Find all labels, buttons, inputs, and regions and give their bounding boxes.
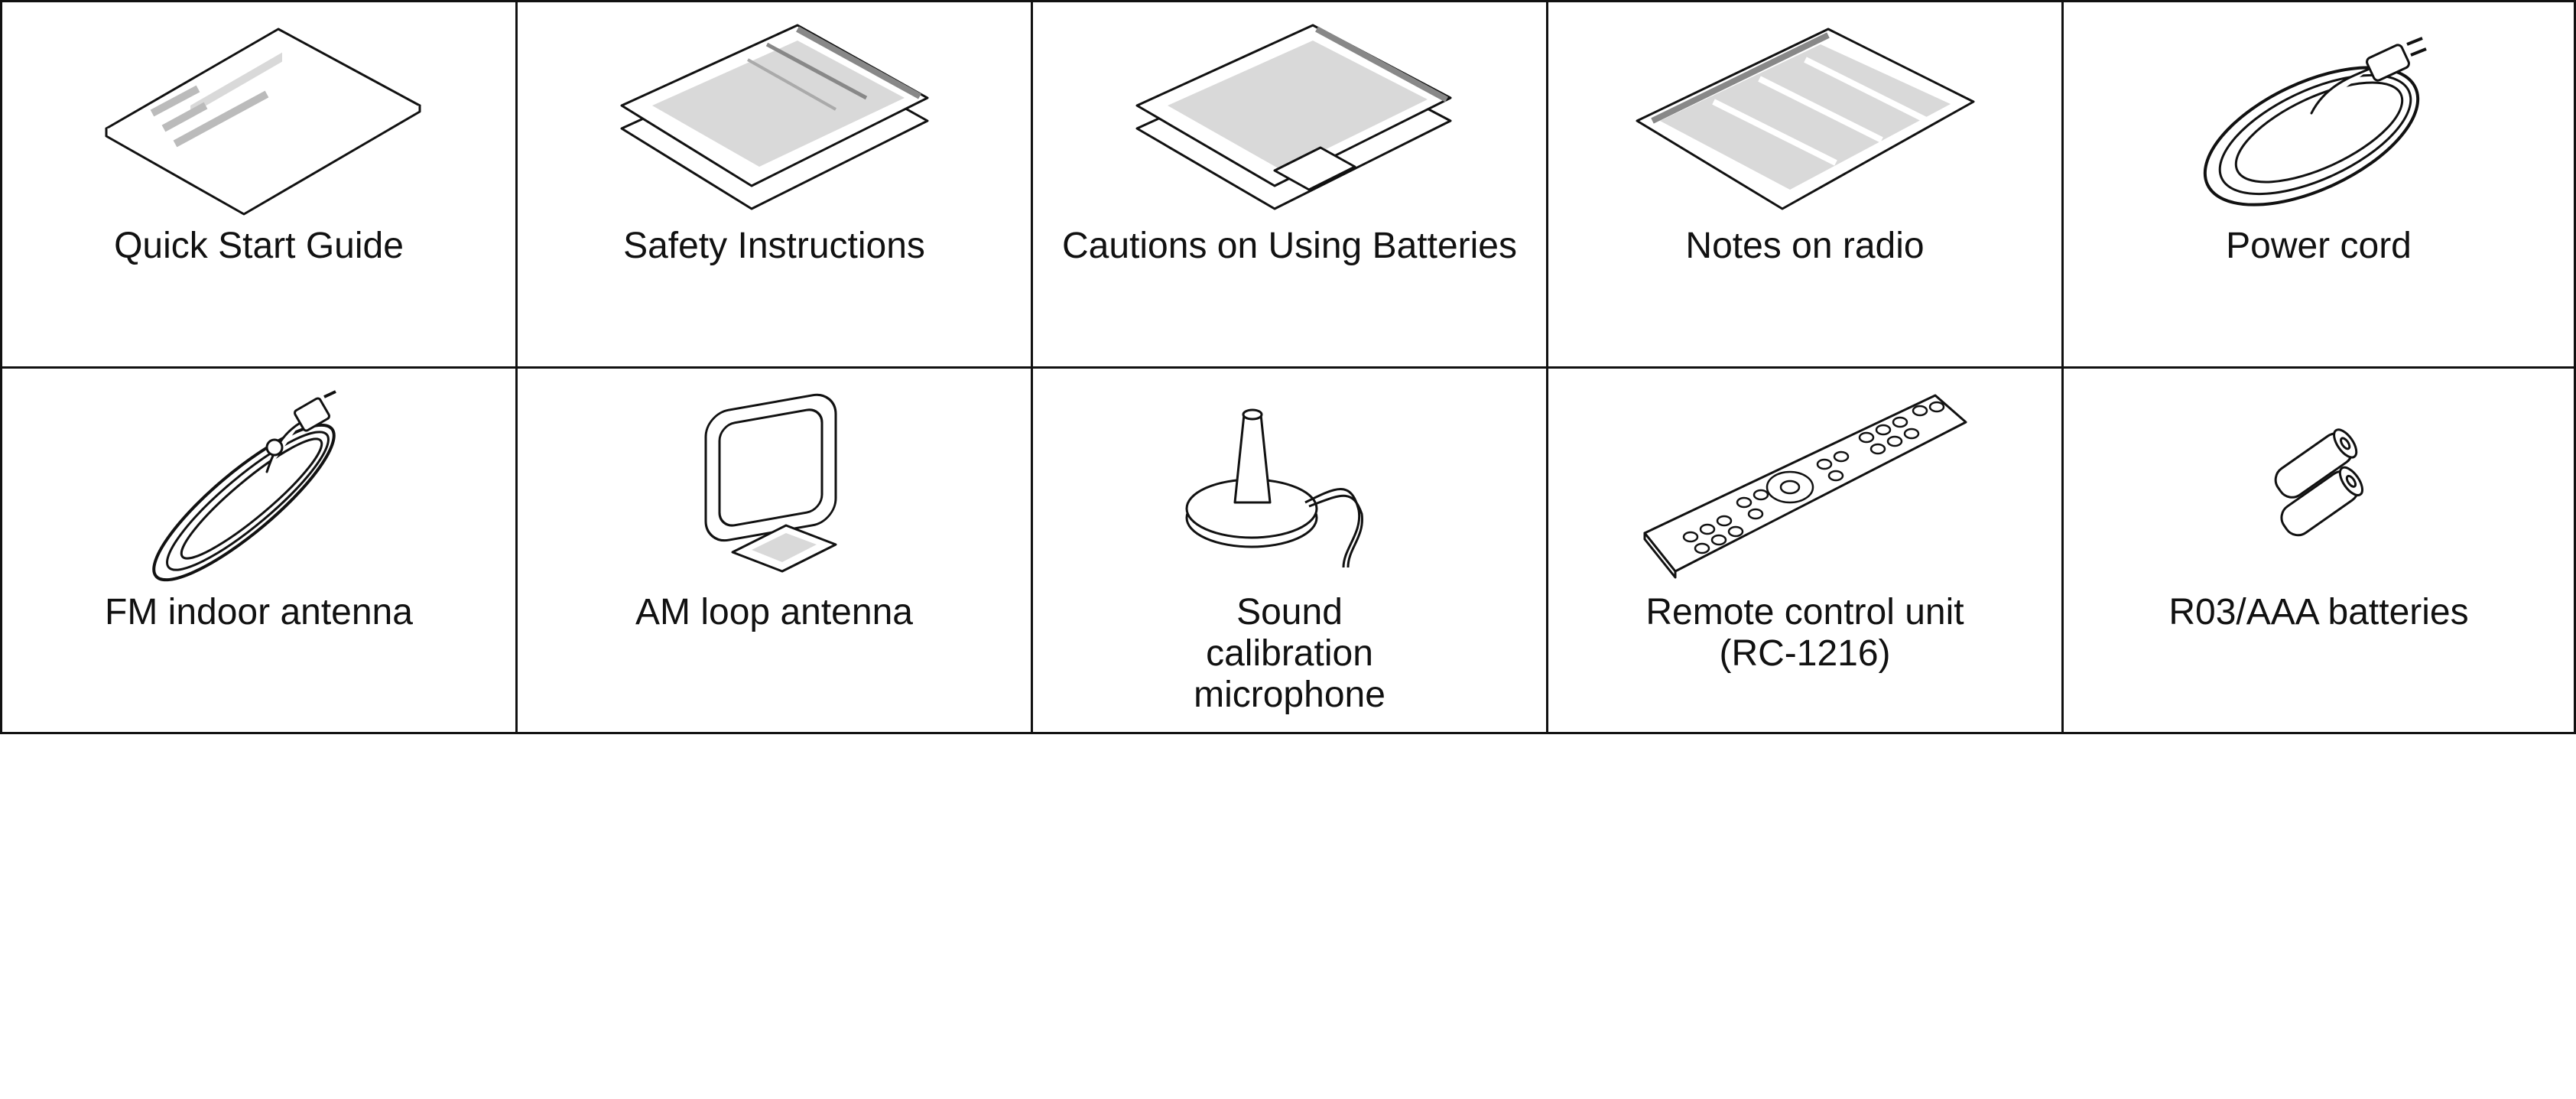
- power-cord-icon: [2064, 2, 2574, 224]
- item-label: Sound calibration microphone: [1194, 592, 1385, 715]
- accessories-grid: Quick Start Guide Safety Instructions: [0, 0, 2576, 734]
- microphone-icon: [1033, 369, 1546, 590]
- accessory-cell: Power cord: [2061, 0, 2576, 369]
- accessory-cell: Quick Start Guide: [0, 0, 518, 369]
- accessory-cell: Cautions on Using Batteries: [1031, 0, 1548, 369]
- am-loop-antenna-icon: [518, 369, 1031, 590]
- item-label: Safety Instructions: [623, 226, 925, 266]
- accessory-cell: FM indoor antenna: [0, 366, 518, 734]
- item-label: R03/AAA batteries: [2168, 592, 2469, 632]
- accessory-cell: R03/AAA batteries: [2061, 366, 2576, 734]
- sheet-icon: [1548, 2, 2061, 224]
- batteries-icon: [2064, 369, 2574, 590]
- accessory-cell: Sound calibration microphone: [1031, 366, 1548, 734]
- item-label: Cautions on Using Batteries: [1062, 226, 1517, 266]
- item-label: AM loop antenna: [635, 592, 913, 632]
- accessory-cell: Safety Instructions: [515, 0, 1033, 369]
- remote-control-icon: [1548, 369, 2061, 590]
- booklet-icon: [2, 2, 515, 224]
- item-label: Quick Start Guide: [114, 226, 404, 266]
- item-label: Remote control unit (RC-1216): [1645, 592, 1964, 674]
- accessory-cell: AM loop antenna: [515, 366, 1033, 734]
- item-label: FM indoor antenna: [105, 592, 413, 632]
- fm-antenna-icon: [2, 369, 515, 590]
- folded-sheet-icon: [1033, 2, 1546, 224]
- folded-sheet-icon: [518, 2, 1031, 224]
- accessory-cell: Notes on radio: [1546, 0, 2064, 369]
- accessory-cell: Remote control unit (RC-1216): [1546, 366, 2064, 734]
- item-label: Notes on radio: [1685, 226, 1925, 266]
- item-label: Power cord: [2226, 226, 2412, 266]
